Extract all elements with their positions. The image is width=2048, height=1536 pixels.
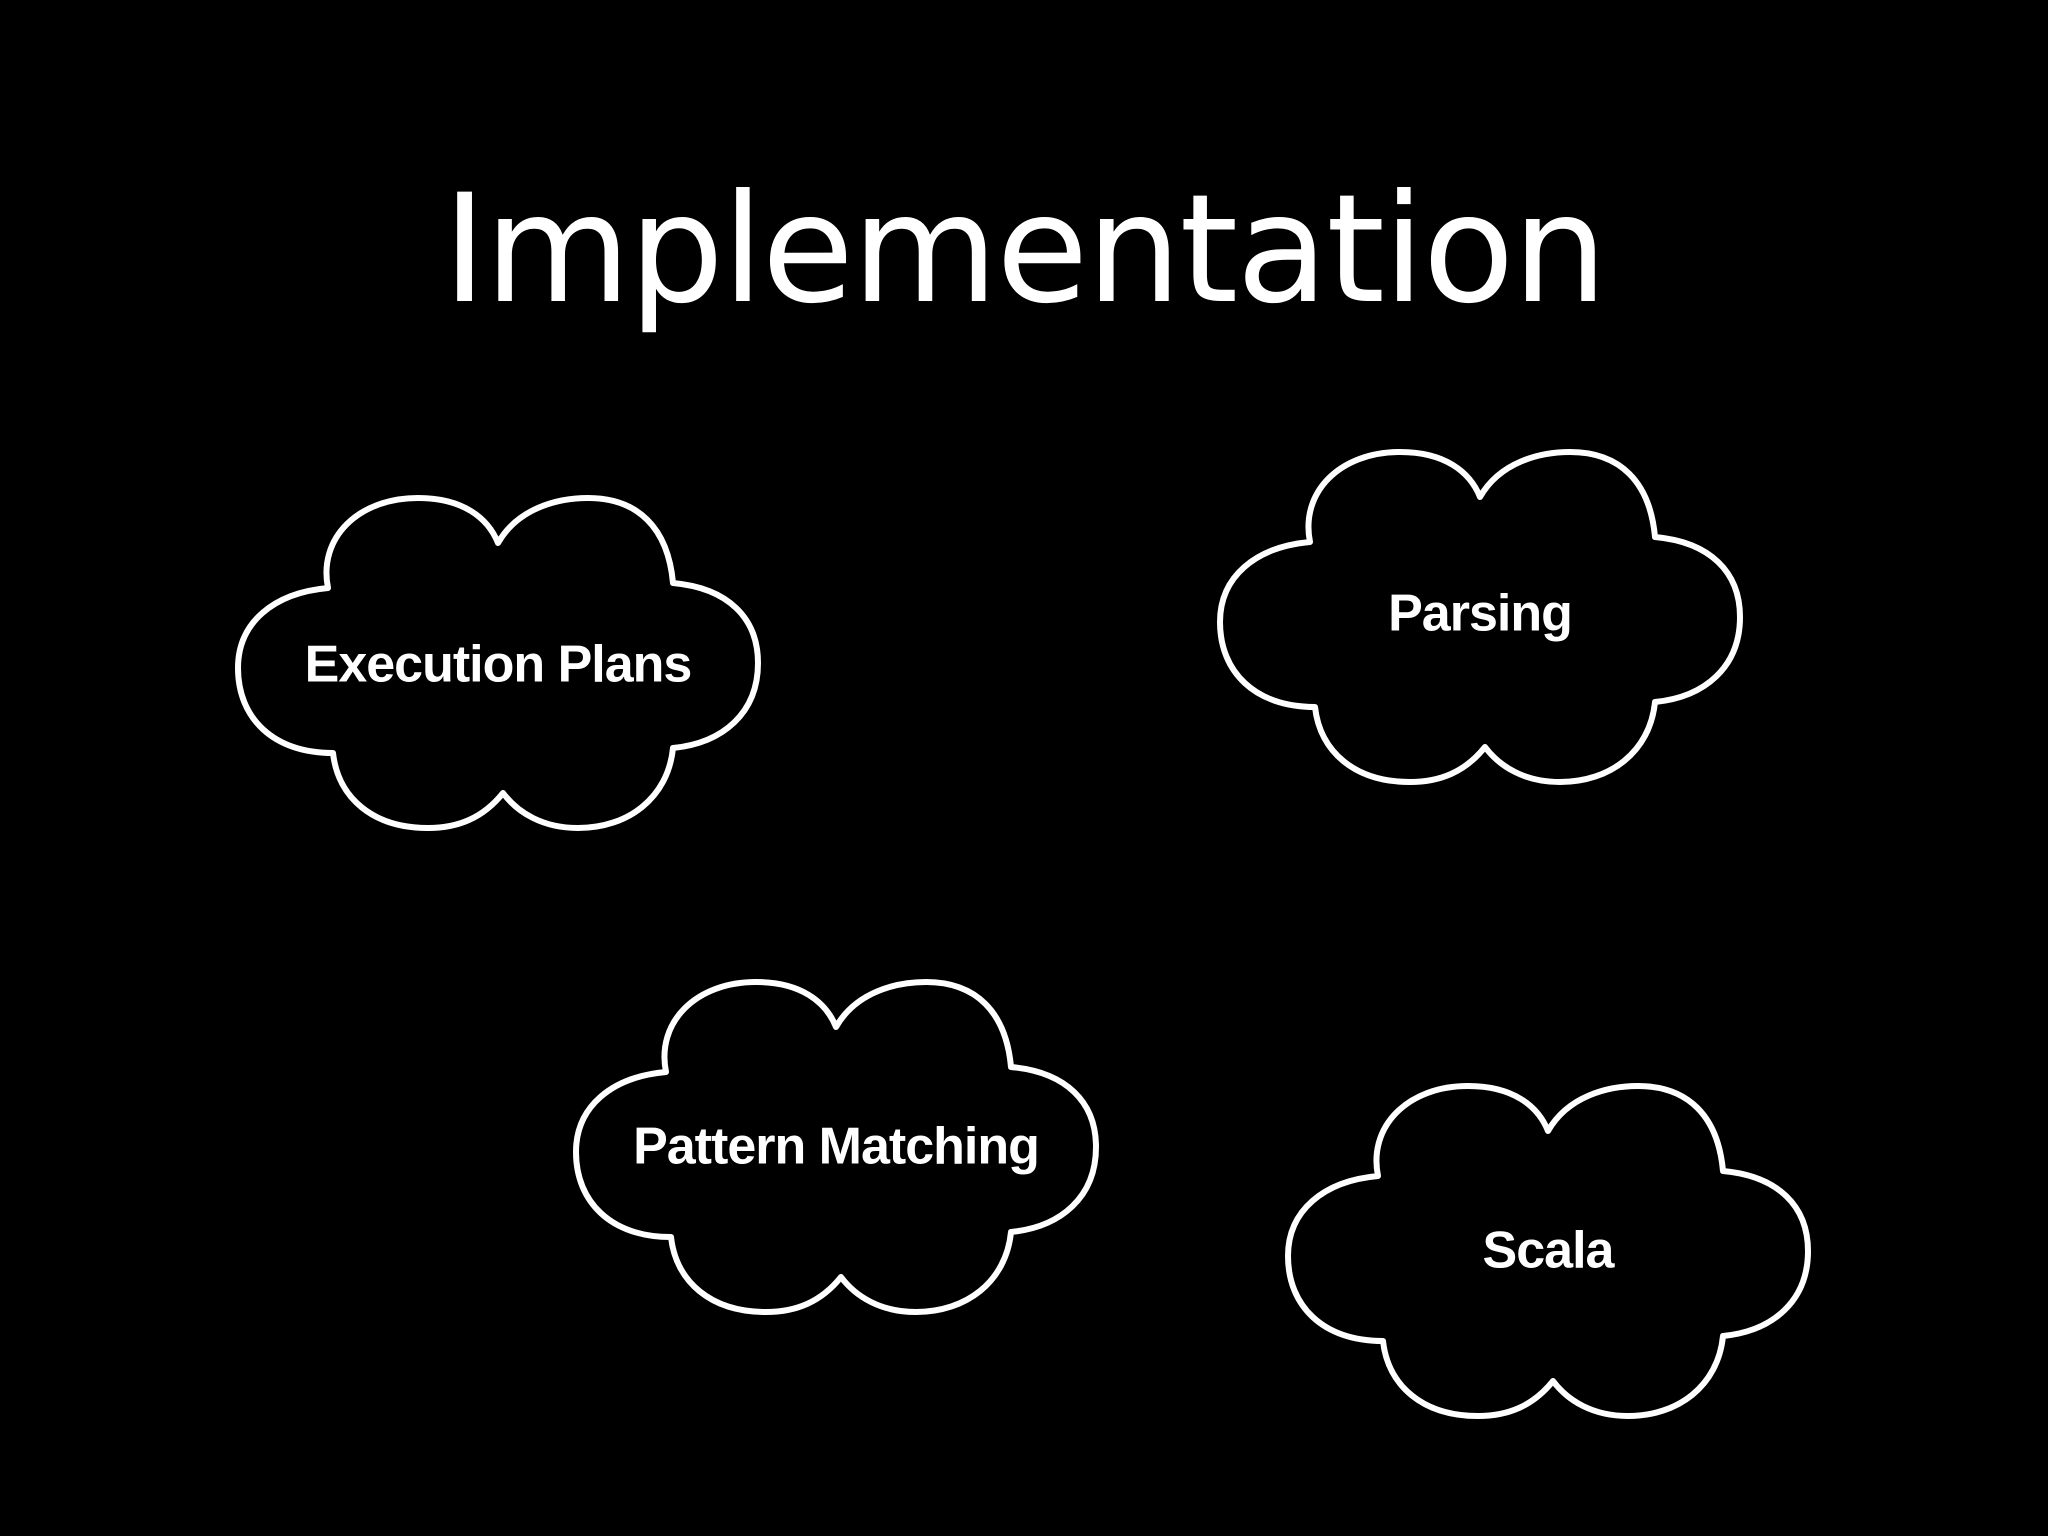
- cloud-label: Parsing: [1388, 585, 1572, 643]
- slide-title: Implementation: [442, 163, 1607, 337]
- cloud-label: Pattern Matching: [633, 1118, 1039, 1176]
- cloud-label: Scala: [1483, 1222, 1616, 1280]
- cloud-label: Execution Plans: [305, 636, 692, 694]
- cloud-pattern-matching: Pattern Matching: [576, 982, 1096, 1312]
- cloud-execution-plans: Execution Plans: [238, 498, 758, 828]
- cloud-parsing: Parsing: [1220, 452, 1740, 782]
- cloud-scala: Scala: [1288, 1086, 1808, 1416]
